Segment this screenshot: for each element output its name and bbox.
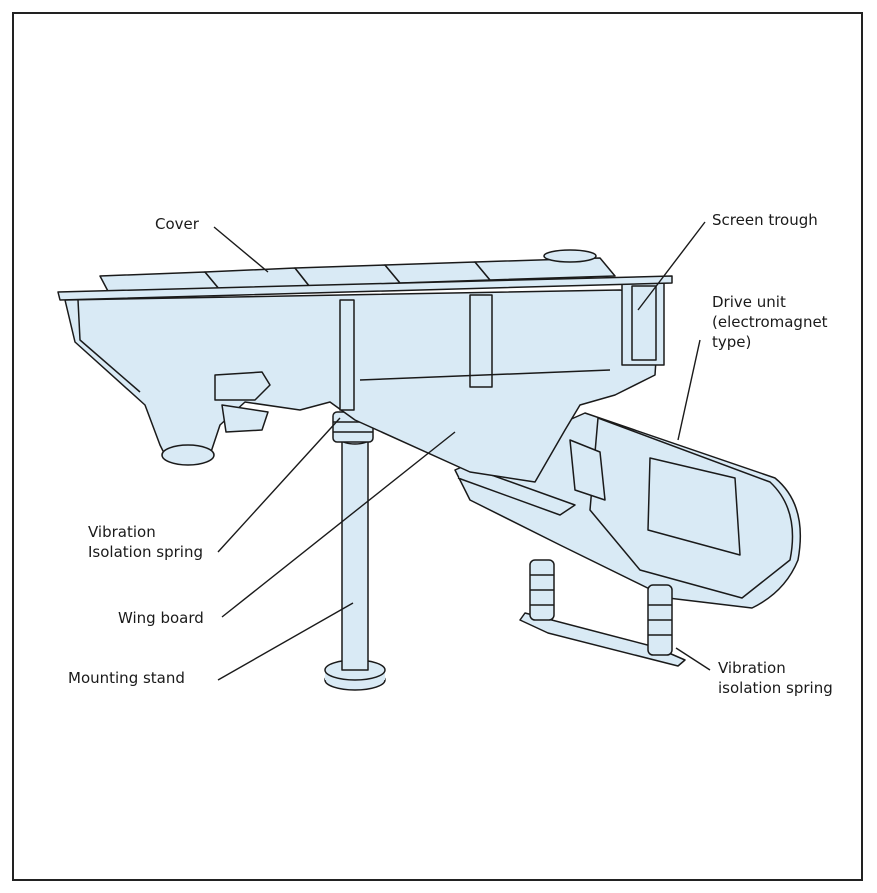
leader-screen-trough <box>637 221 706 311</box>
label-vib-spring-right-line1: Vibration <box>718 659 786 677</box>
label-mounting-stand: Mounting stand <box>68 669 185 687</box>
label-drive-unit-line1: Drive unit <box>712 293 786 311</box>
label-wing-board: Wing board <box>118 609 204 627</box>
vibration-spring-right <box>519 559 686 667</box>
label-vib-spring-left-line2: Isolation spring <box>88 543 203 561</box>
screen-trough <box>64 282 665 483</box>
label-screen-trough: Screen trough <box>712 211 818 229</box>
figure-frame <box>12 12 863 881</box>
leader-vib-spring-right <box>675 647 711 671</box>
leader-drive-unit <box>677 339 701 441</box>
leader-lines <box>213 221 711 681</box>
leader-wing-board <box>221 431 456 618</box>
label-drive-unit-line3: type) <box>712 333 752 351</box>
label-vib-spring-left-line1: Vibration <box>88 523 156 541</box>
label-vib-spring-right-line2: isolation spring <box>718 679 833 697</box>
leader-mounting-stand <box>217 602 354 681</box>
cover <box>57 249 673 301</box>
leader-cover <box>213 226 269 273</box>
leader-vib-spring-left <box>217 417 341 553</box>
label-drive-unit-line2: (electromagnet <box>712 313 828 331</box>
mounting-stand <box>324 435 386 691</box>
label-cover: Cover <box>155 215 199 233</box>
